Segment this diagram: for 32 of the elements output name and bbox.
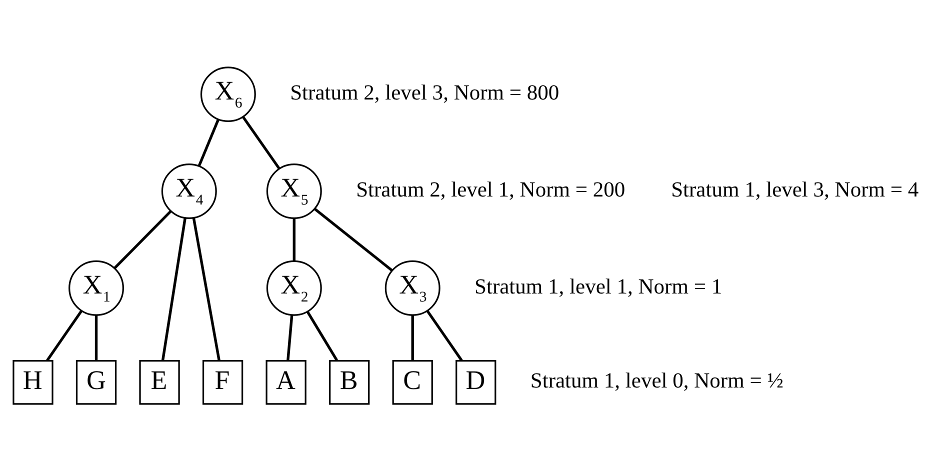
node-box: G (76, 360, 117, 405)
node-circle: X$_{6}$ (200, 66, 256, 122)
label: Stratum 2, level 3, Norm = 800 (290, 80, 560, 104)
label: Stratum 2, level 1, Norm = 200 (356, 177, 626, 202)
connector (426, 310, 463, 362)
node-box: A (266, 360, 306, 405)
connector (242, 116, 280, 170)
connector (192, 218, 220, 361)
node-box: F (202, 360, 244, 405)
node-box: D (456, 360, 496, 405)
connector (314, 208, 393, 272)
label: Stratum 1, level 1, Norm = 1 (474, 274, 722, 298)
node-box: B (329, 360, 370, 405)
label: Stratum 1, level 3, Norm = 4 (671, 177, 919, 202)
connector (114, 210, 172, 270)
node-circle: X$_{4}$ (161, 164, 217, 219)
node-circle: X$_{5}$ (266, 164, 322, 219)
connector (292, 218, 296, 262)
connector (198, 118, 220, 166)
connector (306, 310, 338, 362)
connector (411, 315, 414, 361)
connector (286, 314, 294, 361)
node-box: C (392, 360, 433, 405)
connector (161, 218, 186, 361)
connector (94, 315, 98, 361)
node-circle: X$_{3}$ (384, 260, 440, 316)
node-circle: X$_{1}$ (68, 260, 124, 316)
connector (46, 310, 83, 362)
label: Stratum 1, level 0, Norm = ½ (530, 368, 784, 392)
node-box: E (139, 360, 180, 405)
node-box: H (12, 360, 54, 405)
node-circle: X$_{2}$ (266, 260, 322, 316)
